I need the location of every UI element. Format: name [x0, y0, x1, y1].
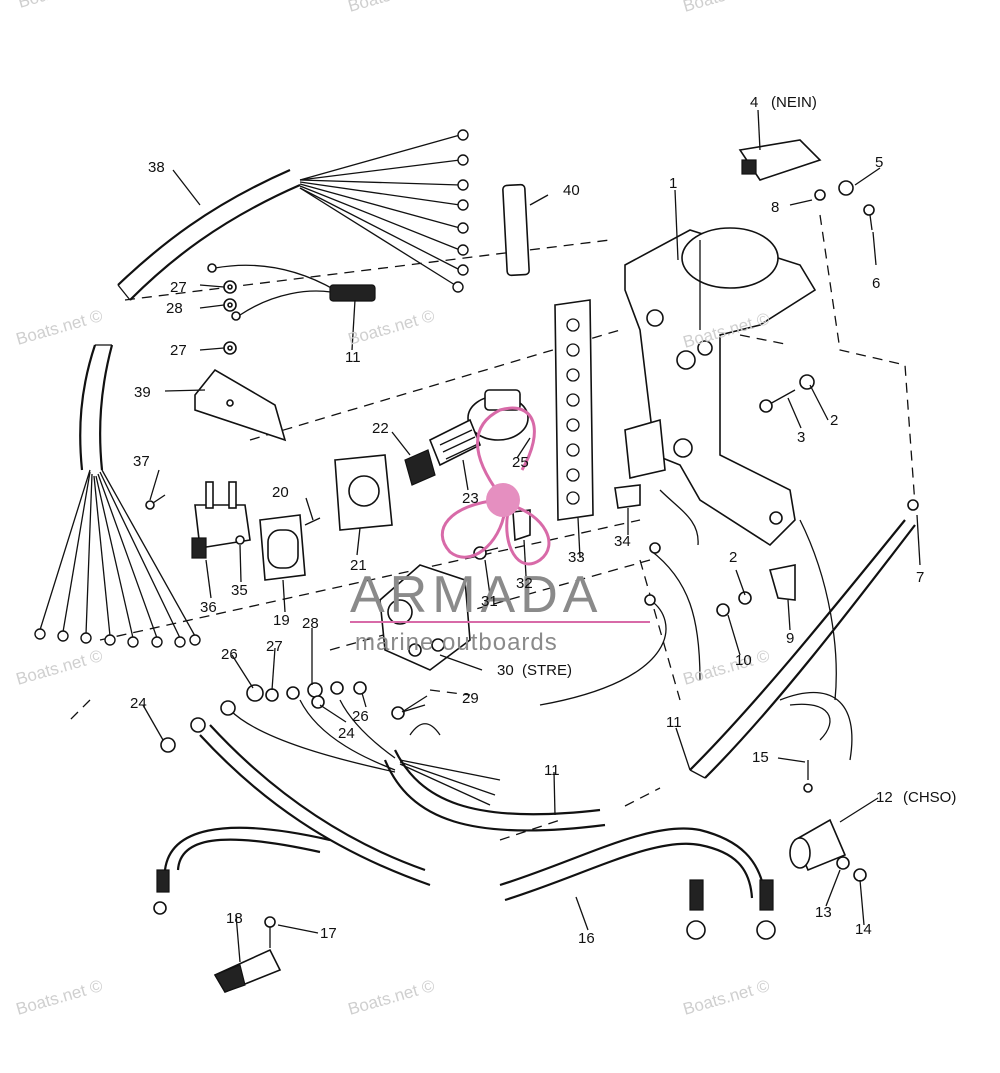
- label-16: 16: [578, 930, 595, 947]
- harness-38: [117, 129, 469, 301]
- label-36: 36: [200, 599, 217, 616]
- part-40-strip: [502, 183, 530, 277]
- label-33: 33: [568, 549, 585, 566]
- label-20: 20: [272, 484, 289, 501]
- watermark-text: Boats.net ©: [346, 976, 437, 1019]
- plate-19: [259, 514, 306, 581]
- label-15: 15: [752, 749, 769, 766]
- harness-left: [34, 344, 201, 648]
- label-4-note: (NEIN): [771, 94, 817, 111]
- label-31: 31: [481, 593, 498, 610]
- label-17: 17: [320, 925, 337, 942]
- label-12: 12: [876, 789, 893, 806]
- switch-4: [738, 139, 875, 231]
- label-5: 5: [875, 154, 883, 171]
- bolt-3: [759, 374, 815, 413]
- label-8: 8: [771, 199, 779, 216]
- label-35: 35: [231, 582, 248, 599]
- label-12-note: (CHSO): [903, 789, 956, 806]
- label-24: 24: [338, 725, 355, 742]
- propeller-hub-icon: [486, 483, 520, 517]
- harness-11-center: [299, 699, 606, 832]
- watermark-text: Boats.net ©: [346, 306, 437, 349]
- label-37: 37: [133, 453, 150, 470]
- solenoid-30: [379, 564, 471, 671]
- short-leads: [207, 263, 376, 355]
- brand-subtitle: marine outboards: [355, 629, 558, 656]
- label-30-note: (STRE): [522, 662, 572, 679]
- label-6: 6: [872, 275, 880, 292]
- label-21: 21: [350, 557, 367, 574]
- watermark-text: Boats.net ©: [14, 306, 105, 349]
- label-30: 30: [497, 662, 514, 679]
- brand-name: ARMADA: [350, 566, 602, 624]
- boats-watermarks: Boats.net © Boats.net © Boats.net © Boat…: [14, 0, 772, 1019]
- housing-1: [624, 227, 817, 547]
- watermark-text: Boats.net ©: [681, 646, 772, 689]
- label-7: 7: [916, 569, 924, 586]
- label-26: 26: [221, 646, 238, 663]
- label-18: 18: [226, 910, 243, 927]
- label-26: 26: [352, 708, 369, 725]
- label-2: 2: [729, 549, 737, 566]
- label-11: 11: [544, 762, 560, 779]
- label-34: 34: [614, 533, 631, 550]
- label-10: 10: [735, 652, 752, 669]
- label-29: 29: [462, 690, 479, 707]
- label-11: 11: [666, 714, 682, 731]
- watermark-text: Boats.net ©: [14, 976, 105, 1019]
- label-27: 27: [266, 638, 283, 655]
- watermark-text: Boats.net ©: [14, 646, 105, 689]
- terminal-block-33: [554, 299, 594, 521]
- label-13: 13: [815, 904, 832, 921]
- key-switch: [404, 389, 529, 486]
- label-25: 25: [512, 454, 529, 471]
- label-23: 23: [462, 490, 479, 507]
- label-2: 2: [830, 412, 838, 429]
- label-28: 28: [166, 300, 183, 317]
- label-27: 27: [170, 279, 187, 296]
- hardware-row: [160, 681, 426, 753]
- label-19: 19: [273, 612, 290, 629]
- label-3: 3: [797, 429, 805, 446]
- watermark-text: Boats.net ©: [681, 0, 772, 16]
- capacitor-12: [789, 760, 867, 882]
- label-28: 28: [302, 615, 319, 632]
- propeller-icon: [440, 406, 551, 566]
- label-4: 4: [750, 94, 758, 111]
- watermark-text: Boats.net ©: [16, 0, 107, 12]
- armada-logo: ARMADA marine outboards: [350, 406, 650, 656]
- bracket-39: [145, 368, 287, 510]
- watermark-text: Boats.net ©: [681, 976, 772, 1019]
- leader-lines: [142, 109, 921, 963]
- label-1: 1: [669, 175, 677, 192]
- label-9: 9: [786, 630, 794, 647]
- label-11: 11: [345, 349, 361, 366]
- label-27: 27: [170, 342, 187, 359]
- harness-11-right: [689, 499, 919, 779]
- pigtails: [539, 484, 701, 706]
- battery-cables: [153, 700, 776, 940]
- clamp-18: [213, 916, 282, 993]
- label-14: 14: [855, 921, 872, 938]
- part-35-relay: [191, 481, 251, 559]
- label-24: 24: [130, 695, 147, 712]
- bracket-9: [716, 564, 796, 617]
- plate-21: [304, 454, 393, 531]
- label-38: 38: [148, 159, 165, 176]
- part-labels: 1 2 2 3 4 (NEIN) 5 6 7 8 9 10 11 11 11 1…: [130, 94, 956, 947]
- watermark-text: Boats.net ©: [346, 0, 437, 16]
- label-22: 22: [372, 420, 389, 437]
- label-40: 40: [563, 182, 580, 199]
- label-32: 32: [516, 575, 533, 592]
- label-39: 39: [134, 384, 151, 401]
